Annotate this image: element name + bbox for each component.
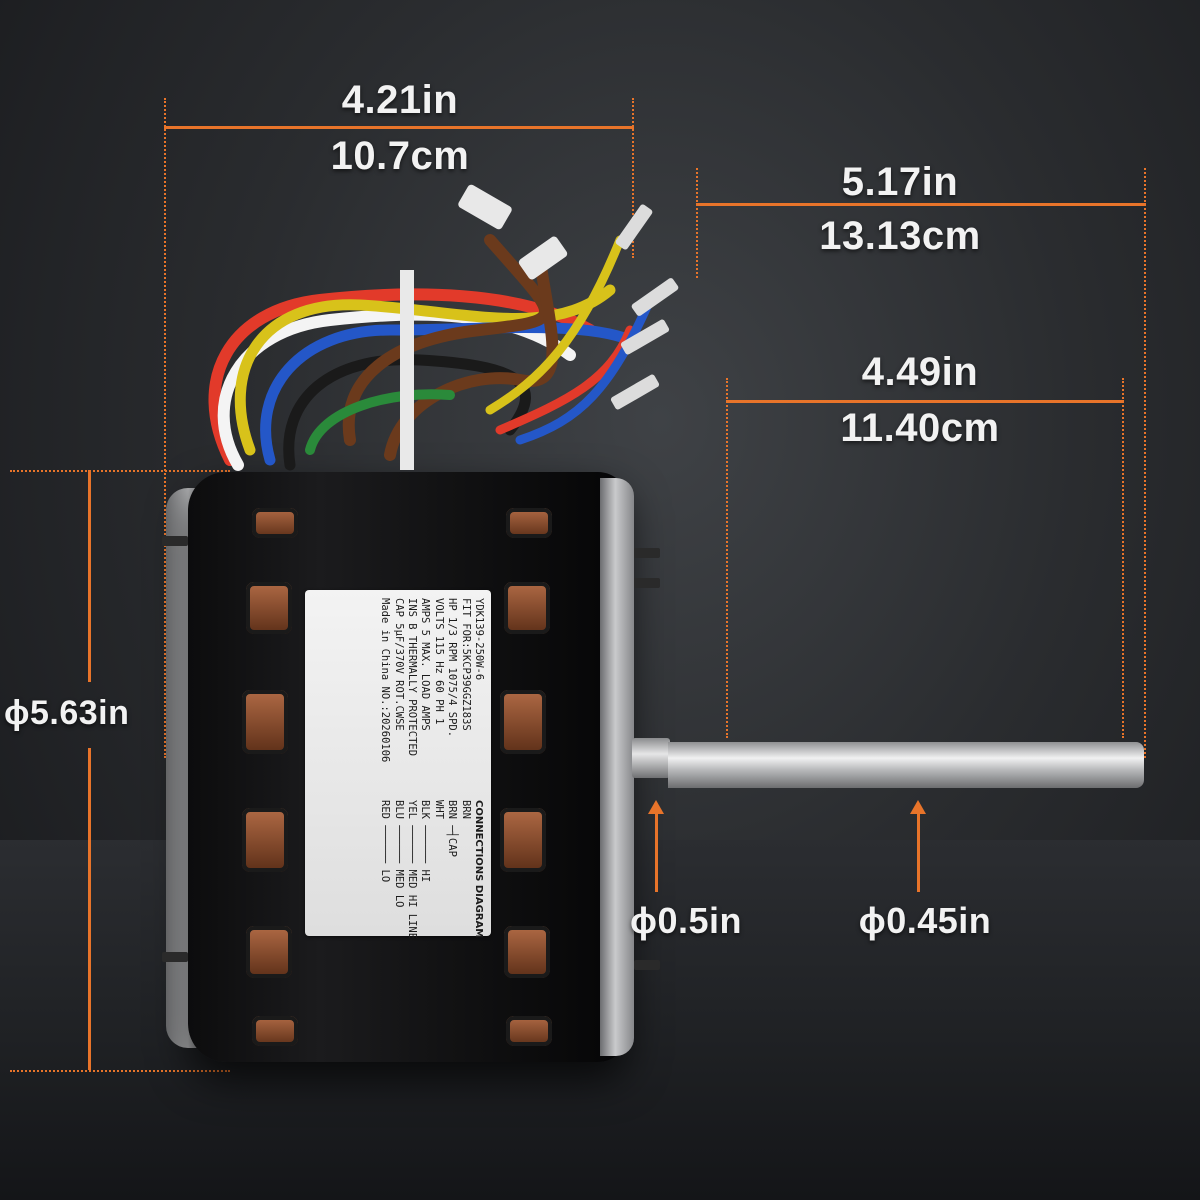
terminal-connector: [610, 374, 660, 410]
wire-blue-2: [515, 295, 655, 445]
connection-line: WHT: [432, 800, 445, 819]
diameter-label: ϕ5.63in: [4, 694, 130, 732]
diameter-bottom-guide: [10, 1070, 230, 1072]
vent-slot: [500, 690, 546, 754]
wire-green: [305, 389, 455, 455]
vent-slot: [252, 1016, 298, 1046]
shaft-arrow-stem: [917, 812, 920, 892]
length-label-cm: 13.13cm: [819, 214, 981, 258]
shaft-dimension-line: [726, 400, 1124, 403]
shaft-diameter-label: ϕ0.45in: [858, 900, 992, 941]
motor-right-end-cap: [600, 478, 634, 1056]
nameplate-line: HP 1/3 RPM 1075/4 SPD.: [446, 598, 459, 738]
vent-slot: [506, 508, 552, 538]
nameplate-line: VOLTS 115 Hz 60 PH 1: [432, 598, 445, 725]
width-left-guide: [164, 98, 166, 758]
width-label-cm: 10.7cm: [330, 134, 470, 178]
wire-brown: [342, 234, 551, 446]
mounting-stud: [162, 536, 188, 546]
vent-slot: [246, 582, 292, 634]
motor-shaft: [668, 742, 1144, 788]
nameplate-line: FIT FOR:5KCP39GGZ183S: [459, 598, 472, 731]
diameter-top-guide: [10, 470, 230, 472]
vent-slot: [246, 926, 292, 978]
width-label-in: 4.21in: [341, 78, 459, 122]
diameter-line-bottom: [88, 748, 91, 1070]
nameplate-line: YDK139-250W-6: [473, 598, 485, 681]
mounting-stud: [162, 952, 188, 962]
motor-nameplate: YDK139-250W-6 FIT FOR:5KCP39GGZ183S HP 1…: [305, 590, 491, 940]
wire-harness: [208, 184, 679, 471]
length-label-in: 5.17in: [841, 160, 959, 204]
width-right-guide: [632, 98, 634, 258]
length-right-guide: [1144, 168, 1146, 758]
connections-title: CONNECTIONS DIAGRAM: [473, 800, 484, 939]
shaft-right-guide: [1122, 378, 1124, 738]
terminal-connector: [620, 319, 670, 355]
vent-slot: [506, 1016, 552, 1046]
shaft-label-cm: 11.40cm: [840, 406, 1000, 450]
width-dimension-line: [164, 126, 634, 129]
wire-brown-2: [384, 254, 559, 461]
vent-slot: [500, 808, 546, 872]
wire-red: [208, 288, 596, 466]
terminal-connector: [615, 204, 653, 250]
collar-arrow-icon: [648, 800, 664, 814]
diameter-line-top: [88, 470, 91, 682]
nameplate-line: AMPS 5 MAX. LOAD AMPS: [419, 598, 432, 731]
wire-black: [283, 354, 531, 471]
vent-slot: [252, 508, 298, 538]
nameplate-line: Made in China NO.:20260106: [379, 598, 392, 763]
wire-yellow-2: [485, 235, 625, 415]
mounting-stud: [634, 578, 660, 588]
connection-line: YEL ────── MED HI LINE: [405, 800, 418, 940]
cable-tie: [400, 270, 414, 470]
shaft-collar: [632, 738, 670, 778]
terminal-connector: [458, 184, 512, 230]
connection-line: BLK ────── HI: [419, 800, 432, 883]
collar-diameter-label: ϕ0.5in: [630, 900, 743, 941]
connection-line: BRN: [459, 800, 472, 819]
connections-diagram: CONNECTIONS DIAGRAM BRN BRN ─┤CAP WHT BL…: [378, 800, 485, 940]
connection-line: RED ────── LO: [379, 800, 392, 883]
collar-arrow-stem: [655, 812, 658, 892]
connection-line: BLU ────── MED LO: [392, 800, 405, 908]
length-dimension-line: [696, 203, 1146, 206]
nameplate-specs: YDK139-250W-6 FIT FOR:5KCP39GGZ183S HP 1…: [378, 598, 485, 798]
vent-slot: [504, 582, 550, 634]
length-left-guide: [696, 168, 698, 278]
vent-slot: [242, 808, 288, 872]
shaft-arrow-icon: [910, 800, 926, 814]
mounting-stud: [634, 548, 660, 558]
shaft-label-in: 4.49in: [861, 350, 979, 394]
shaft-left-guide: [726, 378, 728, 738]
nameplate-line: CAP 5μF/370V ROT.CWSE: [392, 598, 405, 731]
terminal-connector: [631, 278, 679, 316]
nameplate-line: INS B THERMALLY PROTECTED: [405, 598, 418, 757]
vent-slot: [504, 926, 550, 978]
connection-line: BRN ─┤CAP: [446, 800, 459, 857]
vent-slot: [242, 690, 288, 754]
terminal-connector: [518, 236, 568, 280]
mounting-stud: [634, 960, 660, 970]
